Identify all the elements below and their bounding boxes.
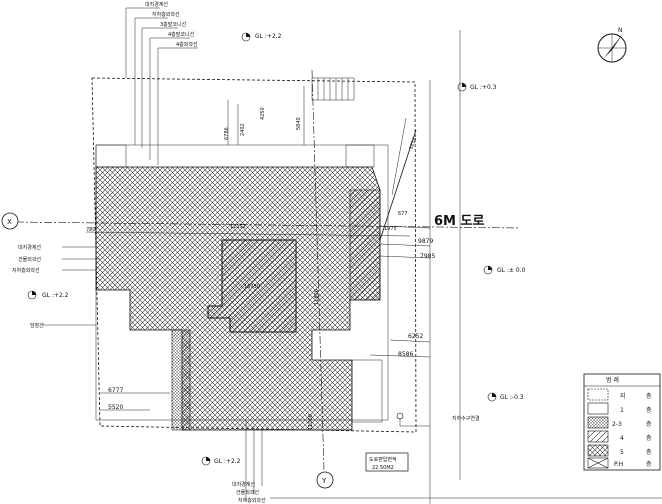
- svg-text:11000: 11000: [308, 414, 314, 430]
- svg-text:1: 1: [620, 407, 624, 414]
- svg-text:층: 층: [646, 448, 652, 456]
- svg-text:대지경계선: 대지경계선: [18, 244, 41, 251]
- road-label: 6M 도로: [434, 214, 484, 229]
- svg-text:9879: 9879: [418, 238, 433, 245]
- svg-text:4층발코니선: 4층발코니선: [168, 31, 195, 38]
- svg-text:22.50M2: 22.50M2: [372, 465, 394, 471]
- svg-text:X: X: [7, 218, 12, 226]
- svg-text:8586: 8586: [398, 351, 413, 358]
- svg-text:GL :+2.2: GL :+2.2: [42, 292, 69, 299]
- site-boundary: [91, 77, 417, 433]
- grid-line-y: [311, 69, 325, 471]
- svg-text:범 례: 범 례: [606, 376, 619, 384]
- svg-text:3층발코니선: 3층발코니선: [160, 21, 187, 28]
- svg-text:지하수구연결: 지하수구연결: [452, 415, 480, 422]
- svg-text:건물외곽선: 건물외곽선: [18, 256, 41, 263]
- svg-text:GL :-0.3: GL :-0.3: [500, 394, 524, 401]
- road-area-box: 도로편입면적 22.50M2: [365, 452, 409, 472]
- grid-line-x: [15, 221, 521, 229]
- gl-marker-left: GL :+2.2: [27, 290, 69, 300]
- svg-text:담장선: 담장선: [30, 322, 44, 329]
- core-ph: [207, 239, 297, 333]
- building-1f: [171, 329, 191, 431]
- legend-row-1f: 1 층: [587, 402, 652, 415]
- svg-text:대지경계선: 대지경계선: [145, 1, 168, 8]
- svg-text:층: 층: [646, 460, 652, 468]
- grid-bubble-y: Y: [316, 471, 334, 489]
- svg-text:11800: 11800: [314, 289, 320, 305]
- svg-text:5520: 5520: [108, 404, 123, 411]
- svg-text:GL :± 0.0: GL :± 0.0: [497, 267, 526, 274]
- svg-text:6252: 6252: [408, 333, 423, 340]
- gl-marker-right-bottom: GL :-0.3: [487, 392, 524, 402]
- svg-text:7985: 7985: [420, 253, 435, 260]
- svg-text:도로편입면적: 도로편입면적: [369, 456, 397, 463]
- svg-text:2-3: 2-3: [612, 421, 622, 428]
- basement-outline: [95, 144, 389, 421]
- svg-text:건물외곽선: 건물외곽선: [236, 489, 259, 496]
- svg-text:12152: 12152: [230, 224, 246, 230]
- svg-text:780: 780: [86, 227, 96, 233]
- gl-marker-right-top: GL :+0.3: [457, 82, 497, 92]
- svg-text:5: 5: [620, 449, 624, 456]
- svg-text:4250: 4250: [260, 107, 266, 120]
- svg-text:6777: 6777: [108, 387, 123, 394]
- gl-marker-top: GL :+2.2: [241, 32, 282, 42]
- svg-text:4층외곽선: 4층외곽선: [176, 41, 198, 48]
- svg-text:677: 677: [398, 211, 408, 217]
- legend-row-4f: 4 층: [587, 430, 652, 443]
- dimension-lines: 780 1975 677 9879 7985 6252 8586 6777 55…: [85, 86, 435, 430]
- svg-text:GL :+0.3: GL :+0.3: [470, 84, 497, 91]
- svg-text:2402: 2402: [240, 123, 246, 136]
- svg-text:대지경계선: 대지경계선: [232, 481, 255, 488]
- svg-text:GL :+2.2: GL :+2.2: [255, 33, 282, 40]
- svg-text:P.H: P.H: [614, 461, 623, 468]
- svg-text:지하층외곽선: 지하층외곽선: [152, 11, 180, 18]
- gl-marker-bottom: GL :+2.2: [201, 456, 241, 466]
- svg-text:층: 층: [646, 392, 652, 400]
- svg-text:지: 지: [620, 392, 626, 400]
- svg-text:지하층외곽선: 지하층외곽선: [12, 267, 40, 274]
- legend-row-5f: 5 층: [587, 444, 652, 457]
- balcony-left: [95, 144, 127, 168]
- stair: [311, 77, 355, 101]
- svg-text:5214: 5214: [408, 137, 418, 151]
- svg-text:GL :+2.2: GL :+2.2: [214, 458, 241, 465]
- top-leaders: 대지경계선 지하층외곽선 3층발코니선 4층발코니선 4층외곽선: [125, 1, 198, 165]
- svg-text:층: 층: [646, 420, 652, 428]
- legend-row-ph: P.H 층: [587, 457, 652, 469]
- svg-text:지하층외곽선: 지하층외곽선: [238, 497, 266, 504]
- svg-text:층: 층: [646, 434, 652, 442]
- gl-marker-right-mid: GL :± 0.0: [483, 265, 526, 275]
- building-se-block: [351, 359, 383, 423]
- sewer-connection: 지하수구연결: [396, 412, 480, 427]
- grid-bubble-x: X: [1, 212, 19, 230]
- legend-row-b1: 지 층: [587, 388, 652, 401]
- bottom-leaders: 대지경계선 건물외곽선 지하층외곽선: [232, 420, 266, 504]
- svg-text:16730: 16730: [244, 284, 260, 290]
- legend-row-2-3f: 2-3 층: [587, 416, 652, 429]
- svg-text:6786: 6786: [224, 127, 230, 140]
- building-east-wing: [349, 189, 381, 301]
- svg-text:N: N: [618, 27, 623, 34]
- north-arrow: N: [597, 27, 627, 63]
- svg-text:Y: Y: [321, 477, 327, 485]
- left-leaders: 대지경계선 건물외곽선 지하층외곽선 담장선: [12, 244, 100, 329]
- svg-text:층: 층: [646, 406, 652, 414]
- balcony-right: [345, 144, 375, 168]
- svg-text:5840: 5840: [296, 117, 302, 130]
- svg-text:1975: 1975: [384, 226, 397, 232]
- svg-text:4: 4: [620, 435, 624, 442]
- legend: 범 례 지 층 1 층 2-3 층 4 층 5 층: [583, 373, 661, 471]
- road-diagonal: [379, 129, 417, 241]
